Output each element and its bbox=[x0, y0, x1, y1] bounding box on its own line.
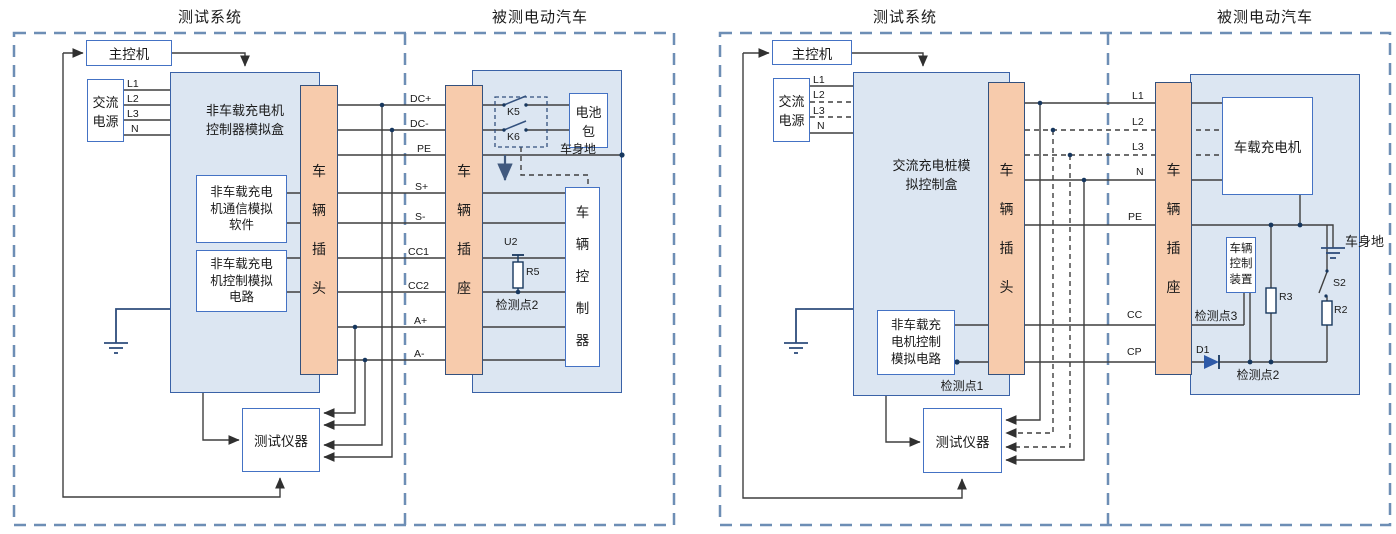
left-battery-pack-box: 电池 包 bbox=[569, 93, 608, 148]
left-switch-contacts bbox=[502, 103, 528, 132]
left-sig-s-minus: S- bbox=[415, 211, 426, 223]
left-phase-n-label: N bbox=[131, 123, 139, 135]
right-ac-power-box: 交流 电源 bbox=[773, 78, 810, 142]
right-phase-n-label: N bbox=[817, 120, 825, 132]
left-comm-sim-box: 非车载充电 机通信模拟 软件 bbox=[196, 175, 287, 243]
right-main-controller-box: 主控机 bbox=[772, 40, 852, 65]
left-phase-l1-label: L1 bbox=[127, 78, 139, 90]
left-title-ev-under-test: 被测电动汽车 bbox=[491, 9, 588, 26]
right-frame bbox=[718, 31, 1392, 527]
right-sig-pe: PE bbox=[1128, 211, 1143, 223]
right-sig-l1: L1 bbox=[1132, 90, 1144, 102]
left-test-instrument-box: 测试仪器 bbox=[242, 408, 320, 472]
right-onboard-charger-box: 车载充电机 bbox=[1222, 97, 1313, 195]
right-body-ground-label: 车身地 bbox=[1345, 234, 1385, 249]
left-sig-a-minus: A- bbox=[414, 348, 425, 360]
left-test-instrument-label: 测试仪器 bbox=[254, 434, 308, 449]
left-sig-dc-minus: DC- bbox=[410, 118, 429, 130]
left-diagram: 测试系统 被测电动汽车 主控机 交流 电源 L1 L2 L3 N 非车载充电机 … bbox=[12, 9, 676, 527]
right-sim-box-label: 交流充电桩模 拟控制盒 bbox=[892, 158, 971, 192]
right-sig-cc: CC bbox=[1127, 309, 1143, 321]
right-junction-dots bbox=[954, 100, 1329, 365]
left-vehicle-socket-label: 车辆插座 bbox=[456, 163, 471, 296]
left-sig-cc2: CC2 bbox=[408, 280, 430, 292]
right-sig-n: N bbox=[1136, 166, 1144, 178]
right-diagram: 测试系统 被测电动汽车 主控机 交流 电源 L1 L2 L3 N 交流充电桩模 … bbox=[700, 0, 1396, 534]
right-s2-label: S2 bbox=[1333, 277, 1346, 289]
left-main-controller-box: 主控机 bbox=[86, 40, 172, 66]
right-d1-diode bbox=[1204, 355, 1220, 369]
right-title-test-system: 测试系统 bbox=[872, 9, 937, 26]
right-vehicle-plug-label: 车辆插头 bbox=[999, 161, 1014, 295]
right-checkpoint1-label: 检测点1 bbox=[940, 379, 984, 393]
right-ctrl-sim-label: 非车载充 电机控制 模拟电路 bbox=[890, 318, 941, 366]
right-vehicle-control-device-label: 车辆 控制 装置 bbox=[1229, 242, 1253, 286]
right-d1-label: D1 bbox=[1196, 344, 1210, 356]
left-phase-l2-label: L2 bbox=[127, 93, 139, 105]
right-title-ev-under-test: 被测电动汽车 bbox=[1216, 9, 1313, 26]
right-test-instrument-box: 测试仪器 bbox=[923, 408, 1002, 473]
right-ac-power-label: 交流 电源 bbox=[778, 94, 805, 128]
left-vehicle-plug-box: 车辆插头 bbox=[300, 85, 338, 375]
left-frame bbox=[12, 31, 676, 527]
left-sig-cc1: CC1 bbox=[408, 246, 430, 258]
left-sig-pe: PE bbox=[417, 143, 432, 155]
left-sig-s-plus: S+ bbox=[415, 181, 429, 193]
right-ground-symbol bbox=[784, 308, 853, 354]
right-vehicle-plug-box: 车辆插头 bbox=[988, 82, 1025, 375]
right-test-instrument-label: 测试仪器 bbox=[935, 434, 990, 450]
left-u2-r5-probe bbox=[512, 254, 524, 292]
right-r3-r2-resistors bbox=[1265, 287, 1333, 326]
left-checkpoint2-label: 检测点2 bbox=[495, 298, 539, 312]
left-sig-a-plus: A+ bbox=[414, 315, 428, 327]
left-r5-label: R5 bbox=[526, 266, 540, 278]
left-ac-power-label: 交流 电源 bbox=[92, 94, 119, 129]
left-u2-label: U2 bbox=[504, 236, 518, 248]
right-phase-l1-label: L1 bbox=[813, 74, 825, 86]
left-phase-l3-label: L3 bbox=[127, 108, 139, 120]
left-main-controller-label: 主控机 bbox=[108, 47, 150, 62]
left-title-test-system: 测试系统 bbox=[177, 9, 242, 26]
left-k5-k6-switches bbox=[494, 95, 548, 148]
right-vehicle-socket-label: 车辆插座 bbox=[1166, 161, 1181, 295]
right-vehicle-socket-box: 车辆插座 bbox=[1155, 82, 1192, 375]
left-battery-pack-label: 电池 包 bbox=[575, 104, 602, 139]
left-sim-box-label: 非车载充电机 控制器模拟盒 bbox=[205, 103, 284, 137]
right-body-ground-symbol bbox=[1321, 247, 1345, 259]
left-sig-dc-plus: DC+ bbox=[410, 93, 432, 105]
left-junction-dots bbox=[352, 102, 625, 363]
left-relay-k6-label: K6 bbox=[507, 131, 520, 143]
right-sig-cp: CP bbox=[1127, 346, 1142, 358]
right-checkpoint3-label: 检测点3 bbox=[1194, 309, 1238, 323]
left-vehicle-controller-box: 车辆控制器 bbox=[565, 187, 600, 367]
right-vehicle-control-device-box: 车辆 控制 装置 bbox=[1226, 237, 1256, 293]
right-main-controller-label: 主控机 bbox=[791, 46, 833, 62]
left-relay-k5-label: K5 bbox=[507, 106, 520, 118]
right-ctrl-sim-box: 非车载充 电机控制 模拟电路 bbox=[877, 310, 955, 375]
right-sig-l2: L2 bbox=[1132, 116, 1144, 128]
right-r2-label: R2 bbox=[1334, 304, 1348, 316]
left-ground-symbol bbox=[104, 308, 170, 354]
right-phase-l2-label: L2 bbox=[813, 89, 825, 101]
right-phase-l3-label: L3 bbox=[813, 105, 825, 117]
right-sig-l3: L3 bbox=[1132, 141, 1144, 153]
right-r3-label: R3 bbox=[1279, 291, 1293, 303]
left-comm-sim-label: 非车载充电 机通信模拟 软件 bbox=[210, 184, 273, 233]
left-ctrl-sim-label: 非车载充电 机控制模拟 电路 bbox=[210, 256, 273, 305]
left-body-ground-label: 车身地 bbox=[560, 142, 597, 156]
right-onboard-charger-label: 车载充电机 bbox=[1233, 140, 1302, 155]
right-checkpoint2-label: 检测点2 bbox=[1236, 368, 1280, 382]
left-ac-power-box: 交流 电源 bbox=[87, 79, 124, 142]
left-vehicle-controller-label: 车辆控制器 bbox=[575, 205, 590, 348]
left-ctrl-sim-box: 非车载充电 机控制模拟 电路 bbox=[196, 250, 287, 312]
left-vehicle-socket-box: 车辆插座 bbox=[445, 85, 483, 375]
left-vehicle-plug-label: 车辆插头 bbox=[311, 163, 326, 296]
